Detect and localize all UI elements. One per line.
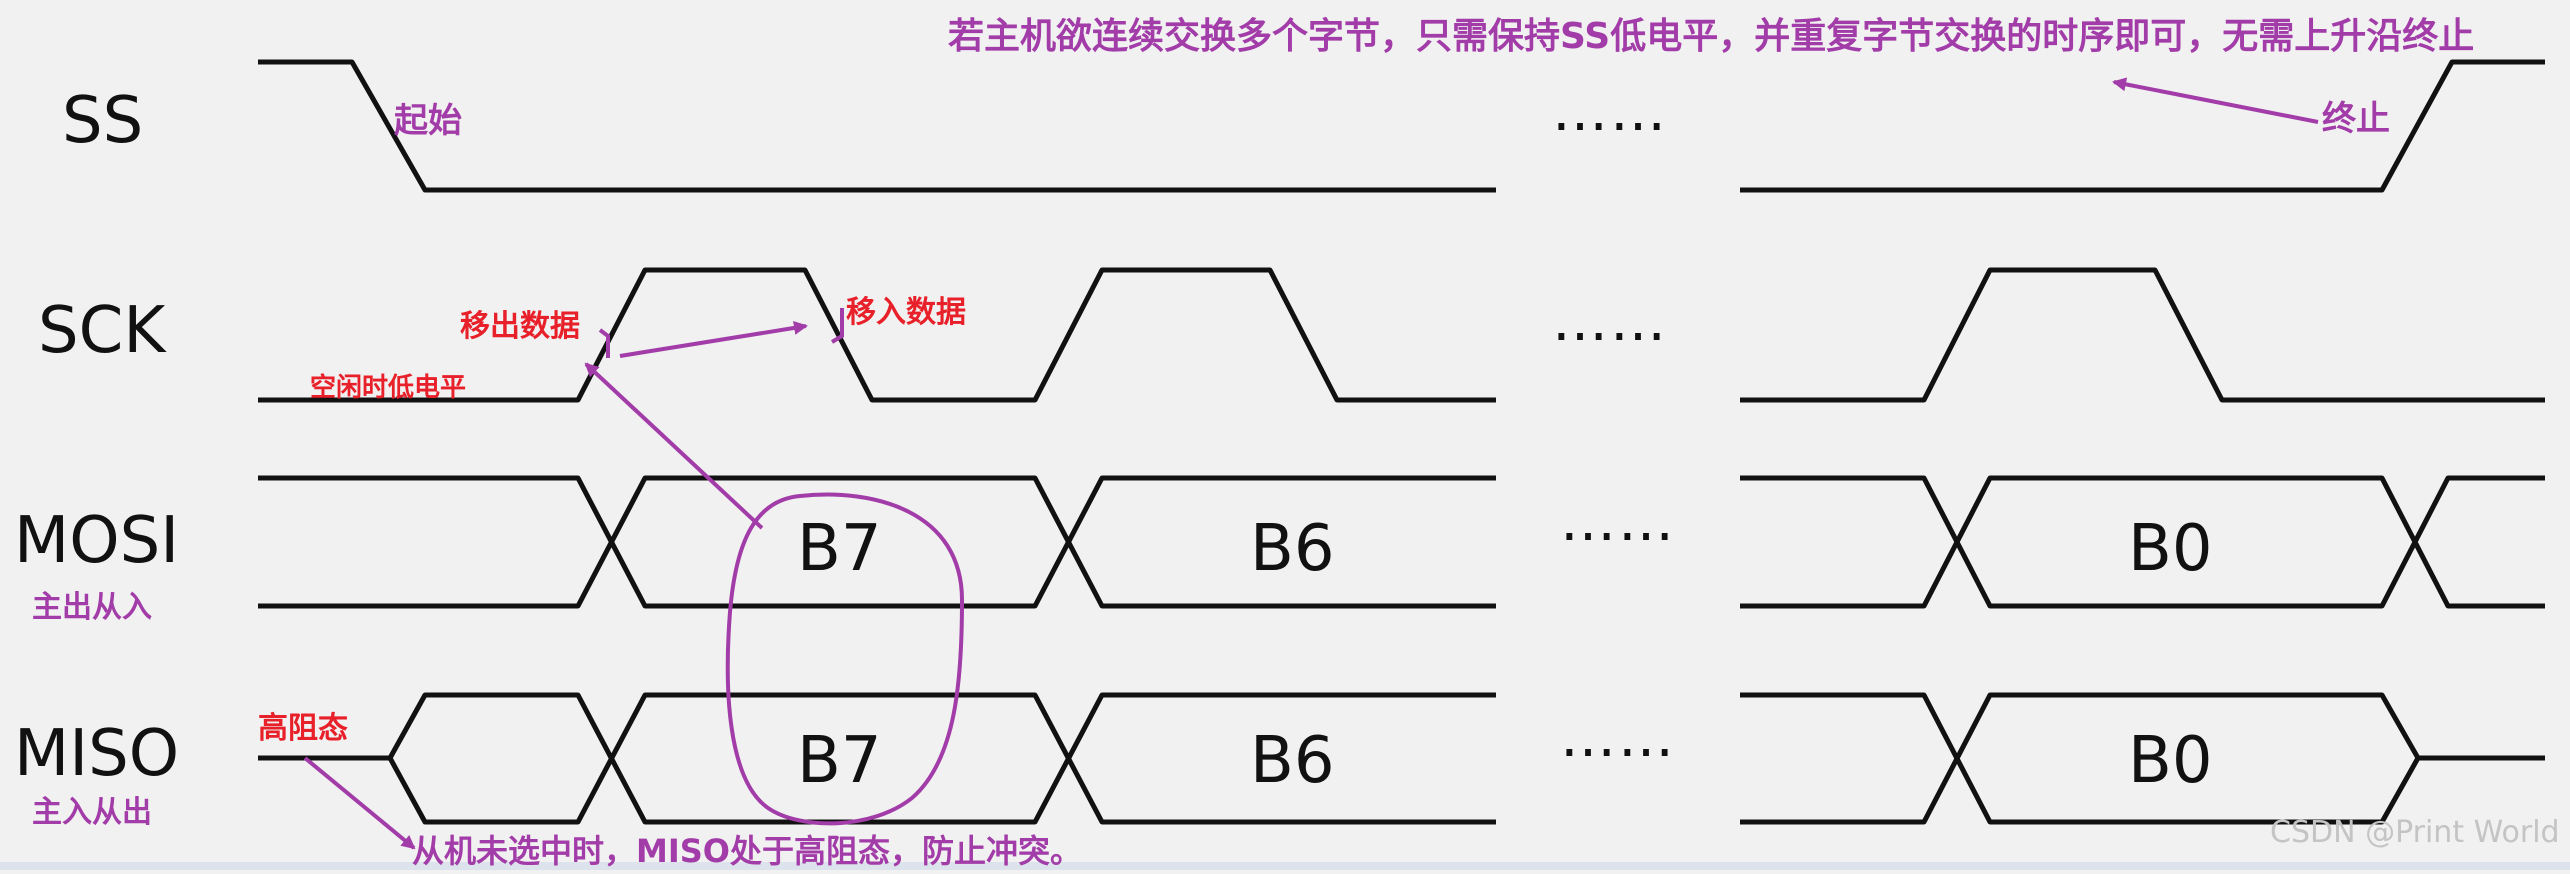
sck-waveform bbox=[258, 267, 2545, 403]
high-z-arrow bbox=[303, 756, 416, 850]
ss-waveform bbox=[258, 59, 2545, 193]
mosi-ellipsis: …… bbox=[1560, 489, 1676, 554]
bottom-note: 从机未选中时，MISO处于高阻态，防止冲突。 bbox=[412, 832, 1082, 870]
mosi-sublabel: 主出从入 bbox=[32, 590, 152, 625]
miso-label: MISO bbox=[14, 717, 179, 791]
miso-sublabel: 主入从出 bbox=[32, 795, 152, 830]
high-z-annotation: 高阻态 bbox=[258, 711, 348, 746]
top-note: 若主机欲连续交换多个字节，只需保持SS低电平，并重复字节交换的时序即可，无需上升… bbox=[948, 15, 2474, 57]
start-annotation: 起始 bbox=[394, 101, 462, 141]
sck-ellipsis: …… bbox=[1552, 289, 1668, 354]
miso-cell-b6: B6 bbox=[1250, 724, 1335, 798]
mosi-cell-b6: B6 bbox=[1250, 512, 1335, 586]
sck-label: SCK bbox=[38, 294, 167, 368]
b7-to-edge-arrow bbox=[584, 362, 764, 530]
ss-ellipsis: …… bbox=[1552, 79, 1668, 144]
miso-cell-b7: B7 bbox=[797, 724, 882, 798]
miso-cell-b0: B0 bbox=[2128, 724, 2213, 798]
shift-in-annotation: 移入数据 bbox=[846, 295, 966, 330]
idle-low-annotation: 空闲时低电平 bbox=[310, 372, 466, 403]
shift-out-bracket bbox=[598, 328, 610, 358]
miso-waveform bbox=[258, 692, 2545, 825]
shift-arrow bbox=[619, 321, 808, 358]
mosi-cell-b7: B7 bbox=[797, 512, 882, 586]
screen-bottom-strip bbox=[0, 862, 2570, 870]
mosi-label: MOSI bbox=[14, 504, 179, 578]
b7-highlight-circle bbox=[725, 492, 965, 826]
shift-out-annotation: 移出数据 bbox=[460, 309, 580, 344]
end-annotation: 终止 bbox=[2322, 99, 2390, 139]
mosi-cell-b0: B0 bbox=[2128, 512, 2213, 586]
shift-in-bracket bbox=[830, 308, 844, 344]
ss-label: SS bbox=[62, 84, 143, 158]
miso-ellipsis: …… bbox=[1560, 705, 1676, 770]
watermark: CSDN @Print World bbox=[2270, 815, 2560, 850]
end-arrow bbox=[2112, 77, 2319, 124]
mosi-waveform bbox=[258, 475, 2545, 609]
